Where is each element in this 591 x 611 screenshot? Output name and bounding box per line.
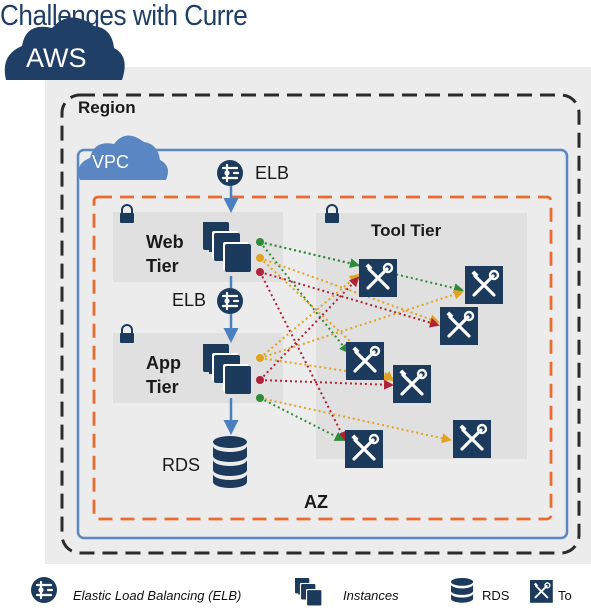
tool-icon: [344, 340, 386, 382]
tool-icon: [438, 305, 480, 347]
elb-top-label: ELB: [255, 163, 290, 183]
rds-database-icon: [213, 436, 247, 488]
aws-cloud-icon: [4, 17, 125, 80]
region-boundary: [60, 93, 581, 555]
link-line: [259, 289, 464, 359]
link-line: [259, 273, 360, 359]
link-line: [259, 379, 394, 390]
legend-rds-icon: [451, 578, 474, 603]
link-line: [259, 397, 345, 441]
tool-icon: [463, 264, 505, 306]
elb-mid-label: ELB: [172, 290, 207, 310]
elb-icon: [215, 286, 245, 316]
link-line: [259, 276, 360, 381]
page-title: Challenges with Curre: [0, 0, 248, 32]
link-line: [259, 241, 350, 354]
vpc-cloud-icon: [78, 135, 168, 180]
tool-icon: [357, 257, 399, 299]
rds-label: RDS: [162, 455, 201, 475]
lock-icon: [120, 324, 134, 343]
app-tier-box: [113, 333, 283, 403]
app-tier-label: Tier: [146, 377, 179, 397]
connections: [259, 241, 464, 444]
lock-icon: [120, 204, 134, 223]
legend: Elastic Load Balancing (ELB) Instances R…: [0, 570, 591, 611]
az-boundary: [92, 195, 553, 521]
region-label: Region: [78, 98, 136, 117]
elb-icon: [215, 158, 245, 188]
tool-tier-label: Tool Tier: [371, 221, 442, 240]
tool-icon: [343, 428, 385, 470]
legend-elb-label: Elastic Load Balancing (ELB): [73, 588, 242, 603]
az-label: AZ: [304, 492, 328, 512]
link-line: [259, 257, 440, 324]
legend-instances-label: Instances: [343, 588, 399, 603]
web-tier-box: [113, 212, 283, 282]
legend-tool-label: To: [558, 588, 572, 603]
tool-tier-box: [316, 213, 527, 459]
vpc-boundary: [76, 148, 569, 540]
connector-dots: [256, 238, 264, 402]
aws-label: AWS: [26, 43, 87, 73]
tool-icon: [391, 363, 433, 405]
link-line: [259, 271, 346, 442]
app-tier-label: App: [146, 353, 181, 373]
lock-icon: [325, 204, 339, 223]
tool-icon: [451, 418, 493, 460]
web-tier-label: Tier: [146, 256, 179, 276]
legend-rds-label: RDS: [482, 588, 510, 603]
web-tier-label: Web: [146, 232, 184, 252]
vpc-label: VPC: [92, 152, 130, 172]
link-line: [259, 271, 440, 328]
